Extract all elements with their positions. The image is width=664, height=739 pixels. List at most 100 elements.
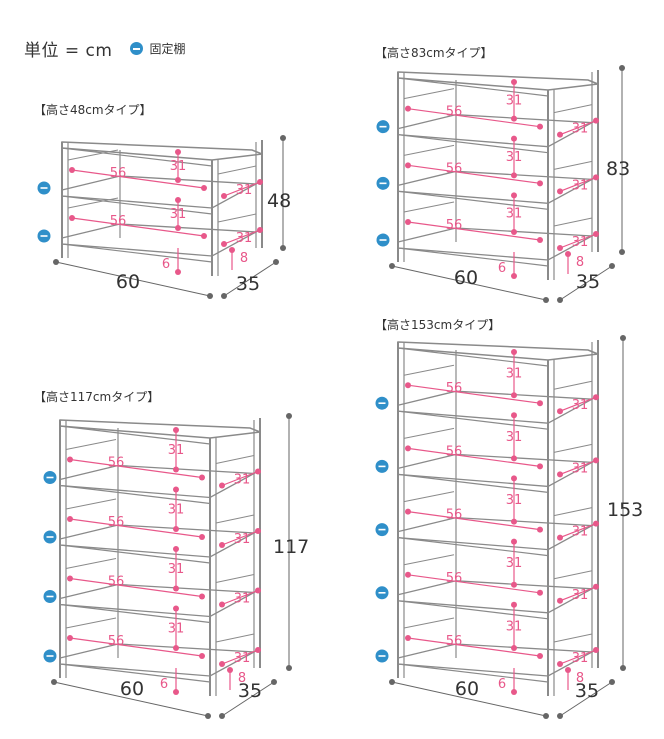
dim-end <box>593 231 599 237</box>
dim-end <box>511 601 517 608</box>
dim-end <box>173 605 179 612</box>
shelf-edge <box>397 134 549 154</box>
shelf-depth-label: 56 <box>108 456 125 471</box>
dim-end <box>593 117 599 124</box>
shelf-depth-line <box>69 637 203 657</box>
side-depth-line <box>559 176 597 192</box>
dim-end <box>227 667 233 673</box>
width-dim-line <box>391 265 547 301</box>
shelf-depth-line <box>407 447 541 467</box>
side-depth-line <box>559 233 597 249</box>
side-rail <box>65 498 117 510</box>
dim-end <box>511 475 517 482</box>
shelf-depth-label: 56 <box>446 218 463 233</box>
side-rail <box>403 427 455 439</box>
fixed-shelf-marker <box>37 181 51 195</box>
dim-end <box>173 546 179 552</box>
side-rail <box>403 144 455 156</box>
side-rail-right <box>215 574 255 583</box>
fixed-shelf-marker <box>43 649 57 663</box>
shelf-board <box>59 464 257 499</box>
side-rail <box>403 491 455 503</box>
side-rail <box>403 88 455 100</box>
clear-height-label: 31 <box>506 493 523 508</box>
dim-end <box>199 593 205 600</box>
fixed-shelf-marker <box>375 459 389 473</box>
side-rail <box>65 439 117 450</box>
dim-end <box>537 526 543 533</box>
clear-height-label: 31 <box>506 367 523 382</box>
width-label: 60 <box>120 678 144 700</box>
shelf-edge <box>59 544 211 564</box>
fixed-shelf-marker <box>43 471 57 484</box>
dim-end <box>557 188 563 195</box>
dim-end <box>257 179 263 185</box>
top-board-edge <box>397 347 549 367</box>
dim-end <box>537 180 543 187</box>
shelf-depth-label: 56 <box>446 571 463 586</box>
dim-end <box>286 413 292 419</box>
side-rail-right <box>553 104 593 114</box>
dim-end <box>511 115 517 122</box>
clear-height-label: 31 <box>506 430 523 445</box>
dim-end <box>511 79 517 85</box>
depth-label: 35 <box>238 680 262 702</box>
dim-end <box>565 667 571 673</box>
shelf-depth-label: 56 <box>108 634 125 649</box>
top-board-edge <box>59 425 211 445</box>
dim-end <box>201 185 207 191</box>
shelf-edge <box>59 484 211 505</box>
side-depth-line <box>223 229 261 245</box>
dim-end <box>557 597 563 604</box>
dim-end <box>511 538 517 545</box>
shelf-depth-line <box>407 384 541 404</box>
side-rail <box>65 558 117 569</box>
side-rail <box>403 554 455 566</box>
height-label: 83 <box>606 158 630 180</box>
dim-end <box>405 508 411 515</box>
shelf-depth-line <box>407 511 541 531</box>
width-label: 60 <box>455 678 479 700</box>
dim-end <box>175 177 181 183</box>
legend: 単位 = cm 固定棚 <box>24 36 185 61</box>
shelf-edge <box>397 473 549 493</box>
dim-end <box>537 463 543 470</box>
dim-end <box>511 645 517 651</box>
width-dim-line <box>53 681 209 717</box>
fixed-shelf-marker <box>376 176 390 190</box>
clear-height-label: 31 <box>506 619 523 634</box>
dim-end <box>557 534 563 541</box>
depth-dim-line <box>559 265 613 301</box>
side-rail <box>67 149 119 161</box>
width-label: 60 <box>454 267 478 289</box>
depth-dim-line <box>223 261 277 297</box>
dim-end <box>511 689 517 695</box>
dim-end <box>511 455 517 462</box>
side-depth-line <box>223 181 261 197</box>
side-depth-label: 31 <box>572 461 589 476</box>
side-rail-right <box>215 633 255 643</box>
dim-end <box>511 229 517 235</box>
shelf-edge <box>61 243 213 263</box>
shelf-depth-label: 56 <box>446 508 463 523</box>
shelf-board <box>397 114 595 148</box>
dim-end <box>405 105 411 112</box>
dim-end <box>619 65 625 71</box>
side-rail-right <box>217 165 257 175</box>
dim-end <box>593 394 599 401</box>
side-depth-line <box>221 589 259 606</box>
dim-end <box>69 167 75 173</box>
side-depth-line <box>559 120 597 136</box>
dim-end <box>405 382 411 389</box>
dim-end <box>511 412 517 419</box>
shelf-board <box>61 223 259 257</box>
height-label: 153 <box>607 499 643 521</box>
side-depth-line <box>559 459 597 475</box>
